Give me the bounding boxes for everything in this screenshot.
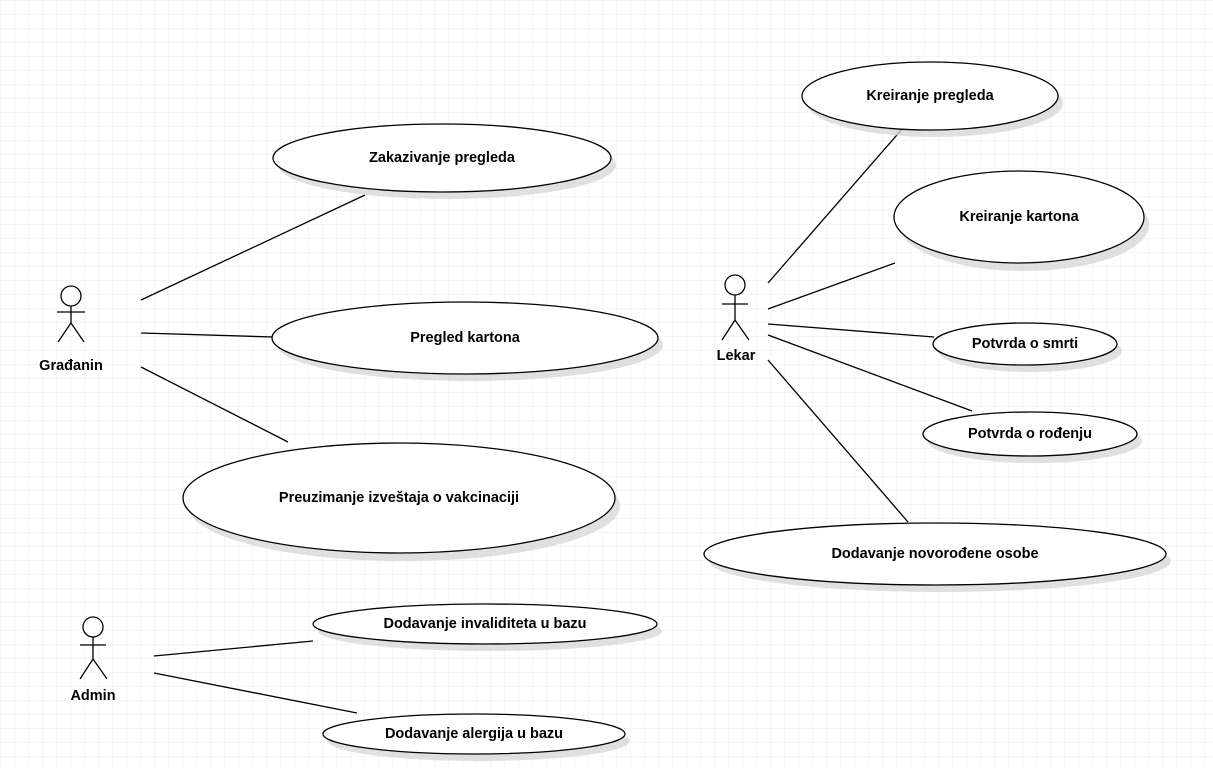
actor-label: Lekar (717, 348, 756, 364)
use-case-kreiranje-pregleda[interactable]: Kreiranje pregleda (801, 61, 1063, 137)
association-lekar-kreiranje-pregleda[interactable] (767, 127, 904, 284)
association-admin-invaliditet[interactable] (153, 640, 314, 657)
use-case-label: Kreiranje kartona (959, 209, 1079, 225)
association-lekar-kreiranje-kartona[interactable] (767, 262, 896, 310)
stick-figure-icon (79, 616, 108, 680)
use-case-zakazivanje[interactable]: Zakazivanje pregleda (272, 123, 616, 199)
use-case-label: Dodavanje invaliditeta u bazu (383, 616, 586, 632)
use-case-label: Kreiranje pregleda (866, 88, 994, 104)
use-case-invaliditet[interactable]: Dodavanje invaliditeta u bazu (312, 603, 662, 651)
actors: Građanin Lekar Admin (39, 274, 756, 704)
use-case-kreiranje-kartona[interactable]: Kreiranje kartona (893, 170, 1149, 271)
associations (140, 127, 973, 714)
use-case-label: Dodavanje novorođene osobe (831, 546, 1038, 562)
use-case-pregled-kartona[interactable]: Pregled kartona (271, 301, 663, 381)
use-case-label: Preuzimanje izveštaja o vakcinaciji (279, 490, 519, 506)
association-lekar-potvrda-smrti[interactable] (767, 323, 935, 338)
use-case-label: Zakazivanje pregleda (369, 150, 516, 166)
association-admin-alergije[interactable] (153, 672, 358, 714)
actor-gradjanin[interactable]: Građanin (39, 285, 103, 374)
actor-label: Admin (70, 688, 115, 704)
stick-figure-icon (57, 285, 85, 343)
use-cases: Zakazivanje pregleda Pregled kartona Pre… (182, 61, 1171, 761)
association-gradjanin-zakazivanje[interactable] (140, 194, 366, 301)
association-gradjanin-pregled-kartona[interactable] (140, 332, 274, 338)
use-case-label: Potvrda o rođenju (968, 426, 1092, 442)
use-case-label: Pregled kartona (410, 330, 521, 346)
use-case-potvrda-rodjenju[interactable]: Potvrda o rođenju (922, 411, 1142, 463)
stick-figure-icon (721, 274, 750, 341)
use-case-potvrda-smrti[interactable]: Potvrda o smrti (932, 322, 1122, 372)
actor-label: Građanin (39, 358, 103, 374)
use-case-label: Potvrda o smrti (972, 336, 1078, 352)
use-case-alergije[interactable]: Dodavanje alergija u bazu (322, 713, 630, 761)
use-case-preuzimanje[interactable]: Preuzimanje izveštaja o vakcinaciji (182, 442, 620, 561)
use-case-novorodjene[interactable]: Dodavanje novorođene osobe (703, 522, 1171, 592)
association-lekar-potvrda-rodjenju[interactable] (767, 334, 973, 412)
use-case-label: Dodavanje alergija u bazu (385, 726, 563, 742)
association-gradjanin-preuzimanje[interactable] (140, 366, 289, 443)
actor-admin[interactable]: Admin (70, 616, 116, 704)
association-lekar-novorodjene[interactable] (767, 359, 909, 523)
actor-lekar[interactable]: Lekar (717, 274, 756, 364)
